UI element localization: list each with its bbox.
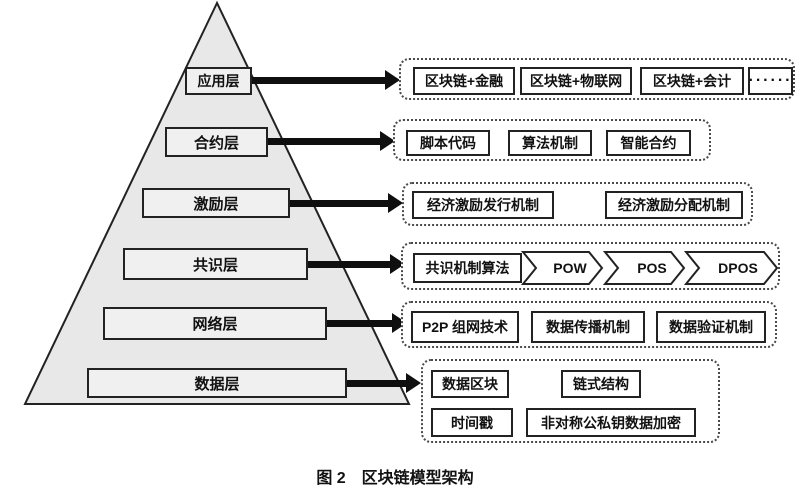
item-data-verification: 数据验证机制 — [656, 311, 766, 343]
item-issuance-mechanism: 经济激励发行机制 — [412, 191, 554, 219]
item-chain-structure: 链式结构 — [561, 370, 641, 398]
item-data-block: 数据区块 — [431, 370, 509, 398]
arrowhead-icon — [380, 131, 395, 151]
layer-box-data: 数据层 — [87, 368, 347, 398]
item-blockchain-finance: 区块链+金融 — [413, 67, 515, 95]
arrow-data-layer — [347, 373, 421, 393]
chevron-shape-dpos — [683, 251, 779, 285]
item-script-code: 脚本代码 — [406, 130, 490, 156]
layer-box-contract: 合约层 — [165, 127, 268, 157]
item-data-propagation: 数据传播机制 — [531, 311, 645, 343]
consensus-chevrons: POW POS DPOS — [521, 251, 779, 285]
arrow-network-layer — [327, 313, 407, 333]
item-distribution-mechanism: 经济激励分配机制 — [605, 191, 743, 219]
chevron-shape-pow — [521, 251, 604, 285]
arrow-shaft — [308, 260, 390, 268]
arrow-application-layer — [252, 70, 400, 90]
item-blockchain-iot: 区块链+物联网 — [520, 67, 632, 95]
item-smart-contract: 智能合约 — [606, 130, 691, 156]
arrow-shaft — [290, 199, 388, 207]
group-data-items: 数据区块 链式结构 时间戳 非对称公私钥数据加密 — [421, 359, 720, 443]
group-network-items: P2P 组网技术 数据传播机制 数据验证机制 — [401, 301, 777, 348]
arrow-shaft — [252, 76, 385, 84]
arrow-incentive-layer — [290, 193, 403, 213]
item-timestamp: 时间戳 — [431, 408, 513, 437]
layer-box-consensus: 共识层 — [123, 248, 308, 280]
chevron-pos-label: POS — [637, 260, 667, 276]
chevron-shape-pos — [602, 251, 686, 285]
item-asymmetric-encryption: 非对称公私钥数据加密 — [526, 408, 696, 437]
chevron-pow-label: POW — [553, 260, 587, 276]
group-incentive-items: 经济激励发行机制 经济激励分配机制 — [402, 182, 753, 226]
chevron-dpos-label: DPOS — [718, 260, 758, 276]
layer-box-application: 应用层 — [185, 67, 252, 95]
arrow-shaft — [347, 379, 406, 387]
arrow-consensus-layer — [308, 254, 405, 274]
group-application-items: 区块链+金融 区块链+物联网 区块链+会计 ······ — [399, 58, 795, 100]
arrow-shaft — [268, 137, 380, 145]
arrowhead-icon — [388, 193, 403, 213]
item-algorithm-mechanism: 算法机制 — [508, 130, 592, 156]
layer-box-network: 网络层 — [103, 307, 327, 340]
layer-box-incentive: 激励层 — [142, 188, 290, 218]
arrowhead-icon — [385, 70, 400, 90]
group-consensus-items: 共识机制算法 POW POS DPOS — [401, 242, 780, 290]
arrow-contract-layer — [268, 131, 395, 151]
item-p2p-networking: P2P 组网技术 — [411, 311, 519, 343]
arrow-shaft — [327, 319, 392, 327]
arrowhead-icon — [406, 373, 421, 393]
item-blockchain-accounting: 区块链+会计 — [640, 67, 744, 95]
item-ellipsis: ······ — [748, 67, 793, 95]
group-contract-items: 脚本代码 算法机制 智能合约 — [393, 119, 711, 161]
item-consensus-algorithm: 共识机制算法 — [413, 253, 522, 283]
figure-caption: 图 2 区块链模型架构 — [316, 470, 474, 487]
